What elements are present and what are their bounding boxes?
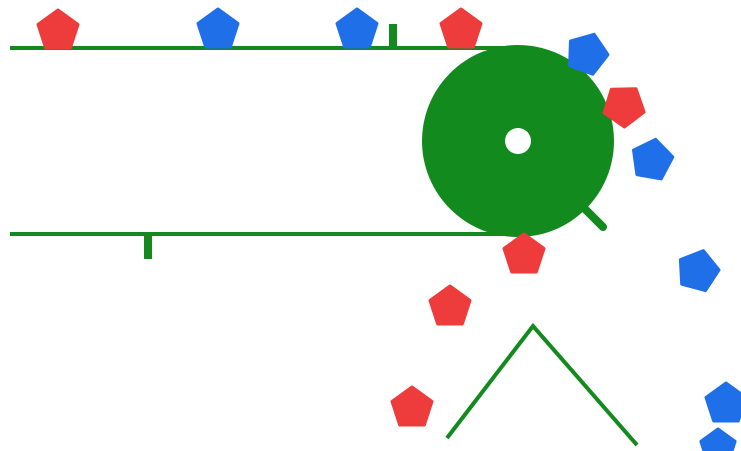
sorting-divider bbox=[445, 322, 639, 447]
blue-pentagon-piece-7[interactable] bbox=[699, 427, 737, 451]
red-pentagon-piece-2[interactable] bbox=[439, 7, 483, 49]
red-pentagon-piece-5[interactable] bbox=[428, 284, 472, 326]
pieces-group bbox=[36, 7, 741, 451]
blue-pentagon-piece-2[interactable] bbox=[335, 7, 379, 49]
roller-hub bbox=[505, 128, 531, 154]
blue-pentagon-piece-4[interactable] bbox=[632, 137, 675, 181]
roller-paddle bbox=[579, 203, 607, 231]
red-pentagon-piece-3[interactable] bbox=[602, 87, 646, 129]
blue-pentagon-piece-3[interactable] bbox=[568, 32, 610, 76]
red-pentagon-piece-6[interactable] bbox=[390, 385, 434, 427]
blue-pentagon-piece-1[interactable] bbox=[196, 7, 240, 49]
belt-cleat-top bbox=[389, 24, 397, 48]
red-pentagon-piece-1[interactable] bbox=[36, 8, 80, 50]
blue-pentagon-piece-6[interactable] bbox=[704, 381, 741, 423]
blue-pentagon-piece-5[interactable] bbox=[678, 249, 721, 293]
red-pentagon-piece-4[interactable] bbox=[502, 232, 546, 274]
belt-cleat-bottom bbox=[144, 234, 152, 259]
